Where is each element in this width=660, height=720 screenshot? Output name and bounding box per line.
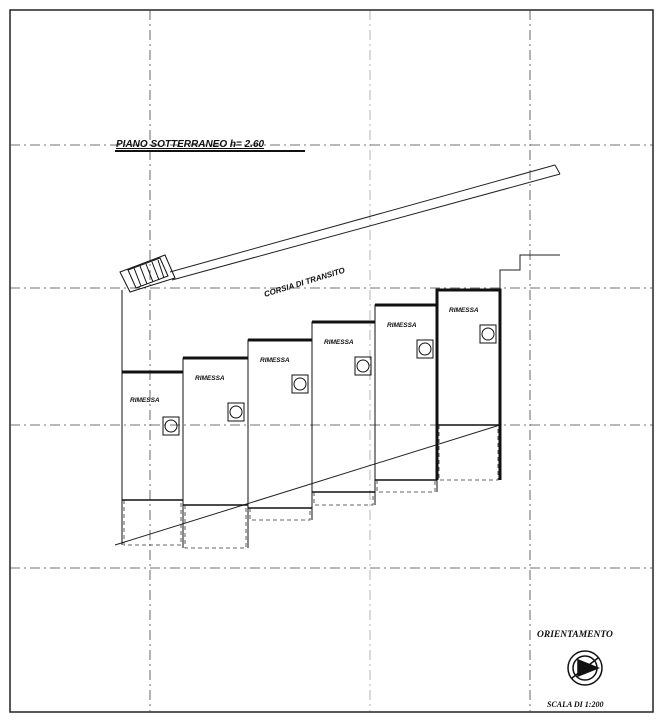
unit-dashed-outline [313,492,374,506]
spiral-stair-icon [354,356,372,376]
unit-label: RIMESSA [195,375,225,382]
reference-grid [10,10,653,712]
garage-unit: RIMESSA [311,320,376,506]
garage-unit: RIMESSA [435,288,502,481]
unit-label: RIMESSA [387,322,417,329]
unit-dashed-outline [376,480,436,493]
unit-label: RIMESSA [449,307,479,314]
corridor-walls [114,164,561,546]
spiral-stair-step-icon [356,359,370,373]
spiral-stair-step-icon [418,342,432,356]
unit-walls [311,321,376,505]
spiral-stair-step-icon [164,419,178,433]
garage-unit: RIMESSA [182,356,249,549]
garage-unit: RIMESSA [374,303,438,493]
unit-walls [435,288,502,480]
unit-dashed-outline [184,505,247,549]
spiral-stair-step-icon [481,327,495,341]
compass-rose-icon [567,650,603,686]
spiral-stair-step-icon [229,405,243,419]
spiral-stair-step-icon [293,377,307,391]
plan-title: PIANO SOTTERRANEO h= 2.60 [116,139,265,150]
spiral-stair-icon [291,374,309,394]
spiral-stair-icon [479,324,497,344]
unit-walls [374,304,438,492]
scale-label: SCALA DI 1:200 [547,700,603,709]
unit-dashed-outline [249,508,311,521]
unit-dashed-outline [438,425,499,481]
garage-unit: RIMESSA [121,370,184,546]
garage-units: RIMESSA RIMESSA RIMESSA RIMESSA RIMESSA RIMES… [121,288,502,549]
unit-walls [182,357,249,548]
unit-dashed-outline [123,500,182,546]
unit-walls [247,339,313,520]
unit-label: RIMESSA [130,397,160,404]
spiral-stair-icon [162,416,180,436]
corridor-label: CORSIA DI TRANSITO [263,266,347,299]
spiral-stair-icon [227,402,245,422]
unit-label: RIMESSA [260,357,290,364]
orientation-label: ORIENTAMENTO [537,630,613,640]
unit-label: RIMESSA [324,339,354,346]
spiral-stair-icon [416,339,434,359]
garage-unit: RIMESSA [247,338,313,521]
sheet-frame [9,9,654,713]
